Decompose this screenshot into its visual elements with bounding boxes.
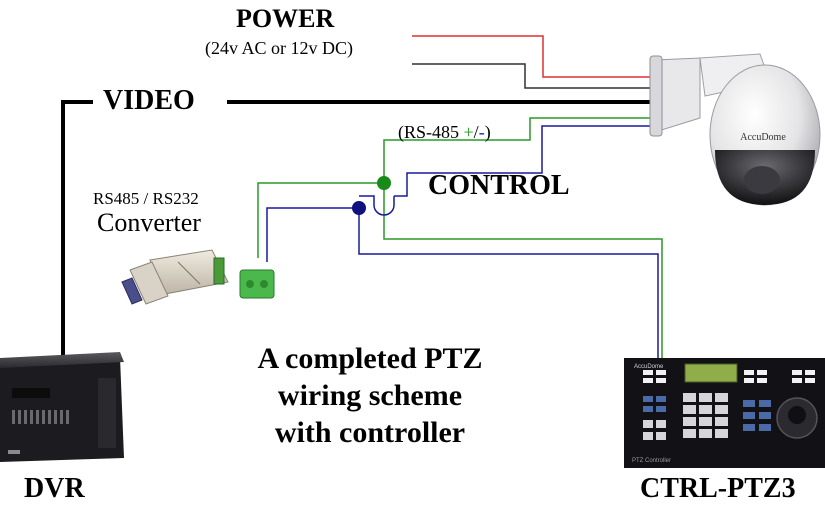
video-label: VIDEO <box>103 85 195 116</box>
video-cable <box>61 100 93 357</box>
junction-minus <box>352 201 366 215</box>
headline: A completed PTZ wiring scheme with contr… <box>205 340 535 451</box>
rs485-label: (RS-485 +/-) <box>398 122 491 143</box>
control-label: CONTROL <box>428 170 570 201</box>
controller-panel-text: PTZ Controller <box>632 458 671 464</box>
converter-wire-plus <box>257 182 384 258</box>
camera-brand: AccuDome <box>740 132 786 143</box>
converter-label-line2: Converter <box>97 208 201 237</box>
rs485-minus: - <box>478 122 485 142</box>
rs485-plus: + <box>463 122 474 142</box>
rs485-prefix: (RS-485 <box>398 122 464 142</box>
headline-line2: wiring scheme <box>277 379 463 412</box>
power-wire-black <box>412 63 660 89</box>
power-wire-red <box>412 35 660 78</box>
ptz-dome-camera: AccuDome <box>649 53 821 206</box>
controller-label: CTRL-PTZ3 <box>640 473 796 504</box>
dvr-unit <box>0 352 124 462</box>
rs485-rs232-converter <box>121 249 229 305</box>
power-title: POWER <box>236 4 335 33</box>
power-spec: (24v AC or 12v DC) <box>205 38 353 58</box>
dvr-label: DVR <box>24 473 85 504</box>
headline-line1: A completed PTZ <box>257 342 483 375</box>
wire-crossover <box>359 195 395 216</box>
control-wire-plus <box>383 117 663 358</box>
rs485-slash: / <box>473 122 479 142</box>
controller-wire-minus <box>358 208 659 358</box>
headline-line3: with controller <box>274 416 466 449</box>
rs485-suffix: ) <box>484 122 491 142</box>
controller-brand: AccuDome <box>634 364 664 370</box>
converter-wire-minus <box>266 207 359 262</box>
ptz-controller-keyboard: AccuDome <box>624 358 825 468</box>
converter-label-line1: RS485 / RS232 <box>93 189 199 208</box>
junction-plus <box>377 176 391 190</box>
control-wire-minus <box>394 125 660 197</box>
terminal-block <box>239 269 275 299</box>
